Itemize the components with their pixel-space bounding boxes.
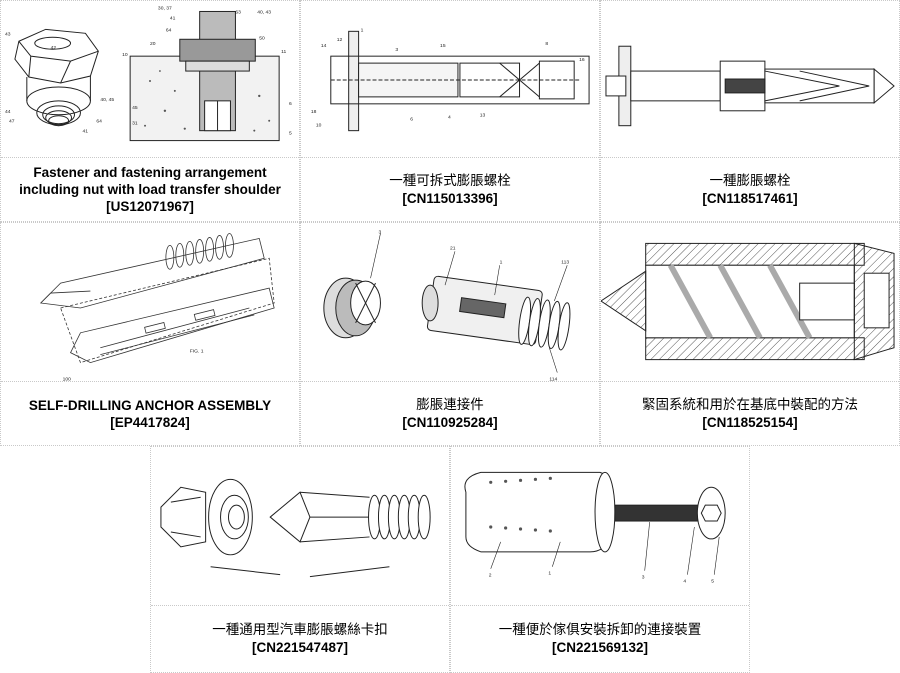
patent-title: 一種膨脹螺栓 bbox=[709, 172, 791, 189]
patent-title: 一種可拆式膨脹螺栓 bbox=[389, 172, 511, 189]
patent-number: [CN221547487] bbox=[251, 640, 349, 655]
patent-card-cn221547487[interactable]: 一種通用型汽車膨脹螺絲卡扣 [CN221547487] bbox=[150, 446, 450, 673]
figure-label: 4 bbox=[683, 579, 686, 585]
svg-text:18: 18 bbox=[311, 109, 317, 115]
patent-caption: 緊固系統和用於在基底中裝配的方法 [CN118525154] bbox=[601, 381, 899, 445]
figure-label: 44 bbox=[5, 109, 11, 115]
svg-text:14: 14 bbox=[321, 43, 327, 49]
figure-label: 1 bbox=[500, 259, 503, 265]
figure-label: 43 bbox=[5, 31, 11, 37]
patent-drawing bbox=[151, 447, 449, 607]
patent-drawing: 14 12 1 3 15 8 16 18 10 6 4 13 bbox=[301, 1, 599, 159]
patent-card-us12071967[interactable]: 30, 37 63 40, 43 41 64 20 11 50 10 45 6 … bbox=[0, 0, 300, 222]
svg-text:3: 3 bbox=[395, 47, 398, 53]
patent-title: 緊固系統和用於在基底中裝配的方法 bbox=[642, 396, 858, 413]
patent-caption: 一種便於傢俱安裝拆卸的連接裝置 [CN221569132] bbox=[451, 605, 749, 672]
patent-card-cn118525154[interactable]: 緊固系統和用於在基底中裝配的方法 [CN118525154] bbox=[600, 222, 900, 446]
figure-label: 41 bbox=[82, 129, 88, 135]
patent-drawing: 3 21 1 113 114 bbox=[301, 223, 599, 383]
patent-title: 一種通用型汽車膨脹螺絲卡扣 bbox=[212, 622, 388, 638]
patent-drawing: 2 1 3 4 5 bbox=[451, 447, 749, 607]
figure-label: 45 bbox=[132, 105, 138, 111]
svg-text:15: 15 bbox=[440, 43, 446, 49]
patent-caption: 膨脹連接件 [CN110925284] bbox=[301, 381, 599, 445]
figure-label: 63 bbox=[235, 9, 241, 15]
figure-label: 3 bbox=[378, 229, 381, 235]
figure-label: 1 bbox=[548, 571, 551, 577]
svg-text:6: 6 bbox=[410, 117, 413, 123]
figure-label: 5 bbox=[711, 579, 714, 585]
patent-drawing bbox=[601, 223, 899, 383]
patent-drawing bbox=[601, 1, 899, 159]
patent-card-cn110925284[interactable]: 3 21 1 113 114 膨脹連接件 [CN110925284] bbox=[300, 222, 600, 446]
figure-label: 47 bbox=[9, 119, 15, 125]
figure-label: 2 bbox=[489, 573, 492, 579]
patent-caption: 一種可拆式膨脹螺栓 [CN115013396] bbox=[301, 157, 599, 221]
figure-label: 64 bbox=[166, 27, 172, 33]
svg-text:4: 4 bbox=[448, 115, 451, 121]
patent-caption: Fastener and fastening arrangement inclu… bbox=[1, 157, 299, 221]
patent-number: [US12071967] bbox=[106, 199, 194, 214]
figure-label: 41 bbox=[170, 15, 176, 21]
svg-text:13: 13 bbox=[480, 113, 486, 119]
figure-label: 42 bbox=[51, 45, 57, 51]
patent-card-cn118517461[interactable]: 一種膨脹螺栓 [CN118517461] bbox=[600, 0, 900, 222]
figure-label: 114 bbox=[549, 376, 557, 382]
figure-label: 10 bbox=[122, 52, 128, 58]
patent-title: Fastener and fastening arrangement inclu… bbox=[19, 165, 281, 197]
figure-label: 40, 43 bbox=[257, 9, 271, 15]
patent-card-ep4417824[interactable]: FIG. 1 100 SELF-DRILLING ANCHOR ASSEMBLY… bbox=[0, 222, 300, 446]
figure-label: 113 bbox=[561, 259, 569, 265]
svg-text:12: 12 bbox=[337, 37, 343, 43]
patent-number: [CN221569132] bbox=[551, 640, 649, 655]
figure-label: 100 bbox=[63, 376, 72, 382]
figure-label: 3 bbox=[642, 575, 645, 581]
figure-label: 5 bbox=[289, 131, 292, 137]
patent-card-cn221569132[interactable]: 2 1 3 4 5 一種便於傢俱安裝拆卸的連接裝置 [CN221569132] bbox=[450, 446, 750, 673]
figure-label: 64 bbox=[96, 119, 102, 125]
figure-label: 50 bbox=[259, 35, 265, 41]
patent-title: 一種便於傢俱安裝拆卸的連接裝置 bbox=[498, 622, 702, 638]
figure-label: 20 bbox=[150, 41, 156, 47]
patent-number: [EP4417824] bbox=[110, 414, 190, 430]
svg-text:8: 8 bbox=[545, 41, 548, 47]
figure-label: 30, 37 bbox=[158, 5, 172, 11]
patent-number: [CN118517461] bbox=[702, 190, 798, 206]
figure-label: 11 bbox=[281, 49, 286, 55]
patent-number: [CN118525154] bbox=[702, 414, 798, 430]
patent-title: 膨脹連接件 bbox=[416, 396, 484, 413]
patent-drawing: FIG. 1 100 bbox=[1, 223, 299, 383]
figure-label: 40, 45 bbox=[100, 97, 114, 103]
patent-caption: 一種膨脹螺栓 [CN118517461] bbox=[601, 157, 899, 221]
patent-number: [CN110925284] bbox=[402, 414, 498, 430]
figure-label: 21 bbox=[450, 245, 456, 251]
patent-caption: 一種通用型汽車膨脹螺絲卡扣 [CN221547487] bbox=[151, 605, 449, 672]
figure-label: FIG. 1 bbox=[190, 349, 204, 355]
patent-drawing: 30, 37 63 40, 43 41 64 20 11 50 10 45 6 … bbox=[1, 1, 299, 159]
svg-text:1: 1 bbox=[361, 27, 364, 33]
svg-text:16: 16 bbox=[579, 57, 585, 63]
svg-text:10: 10 bbox=[316, 123, 322, 129]
patent-card-cn115013396[interactable]: 14 12 1 3 15 8 16 18 10 6 4 13 一種可拆式膨脹螺栓 [CN1150… bbox=[300, 0, 600, 222]
patent-caption: SELF-DRILLING ANCHOR ASSEMBLY [EP4417824… bbox=[1, 381, 299, 445]
patent-number: [CN115013396] bbox=[402, 190, 498, 206]
figure-label: 6 bbox=[289, 101, 292, 107]
figure-label: 31 bbox=[132, 121, 138, 127]
patent-title: SELF-DRILLING ANCHOR ASSEMBLY bbox=[28, 397, 272, 413]
